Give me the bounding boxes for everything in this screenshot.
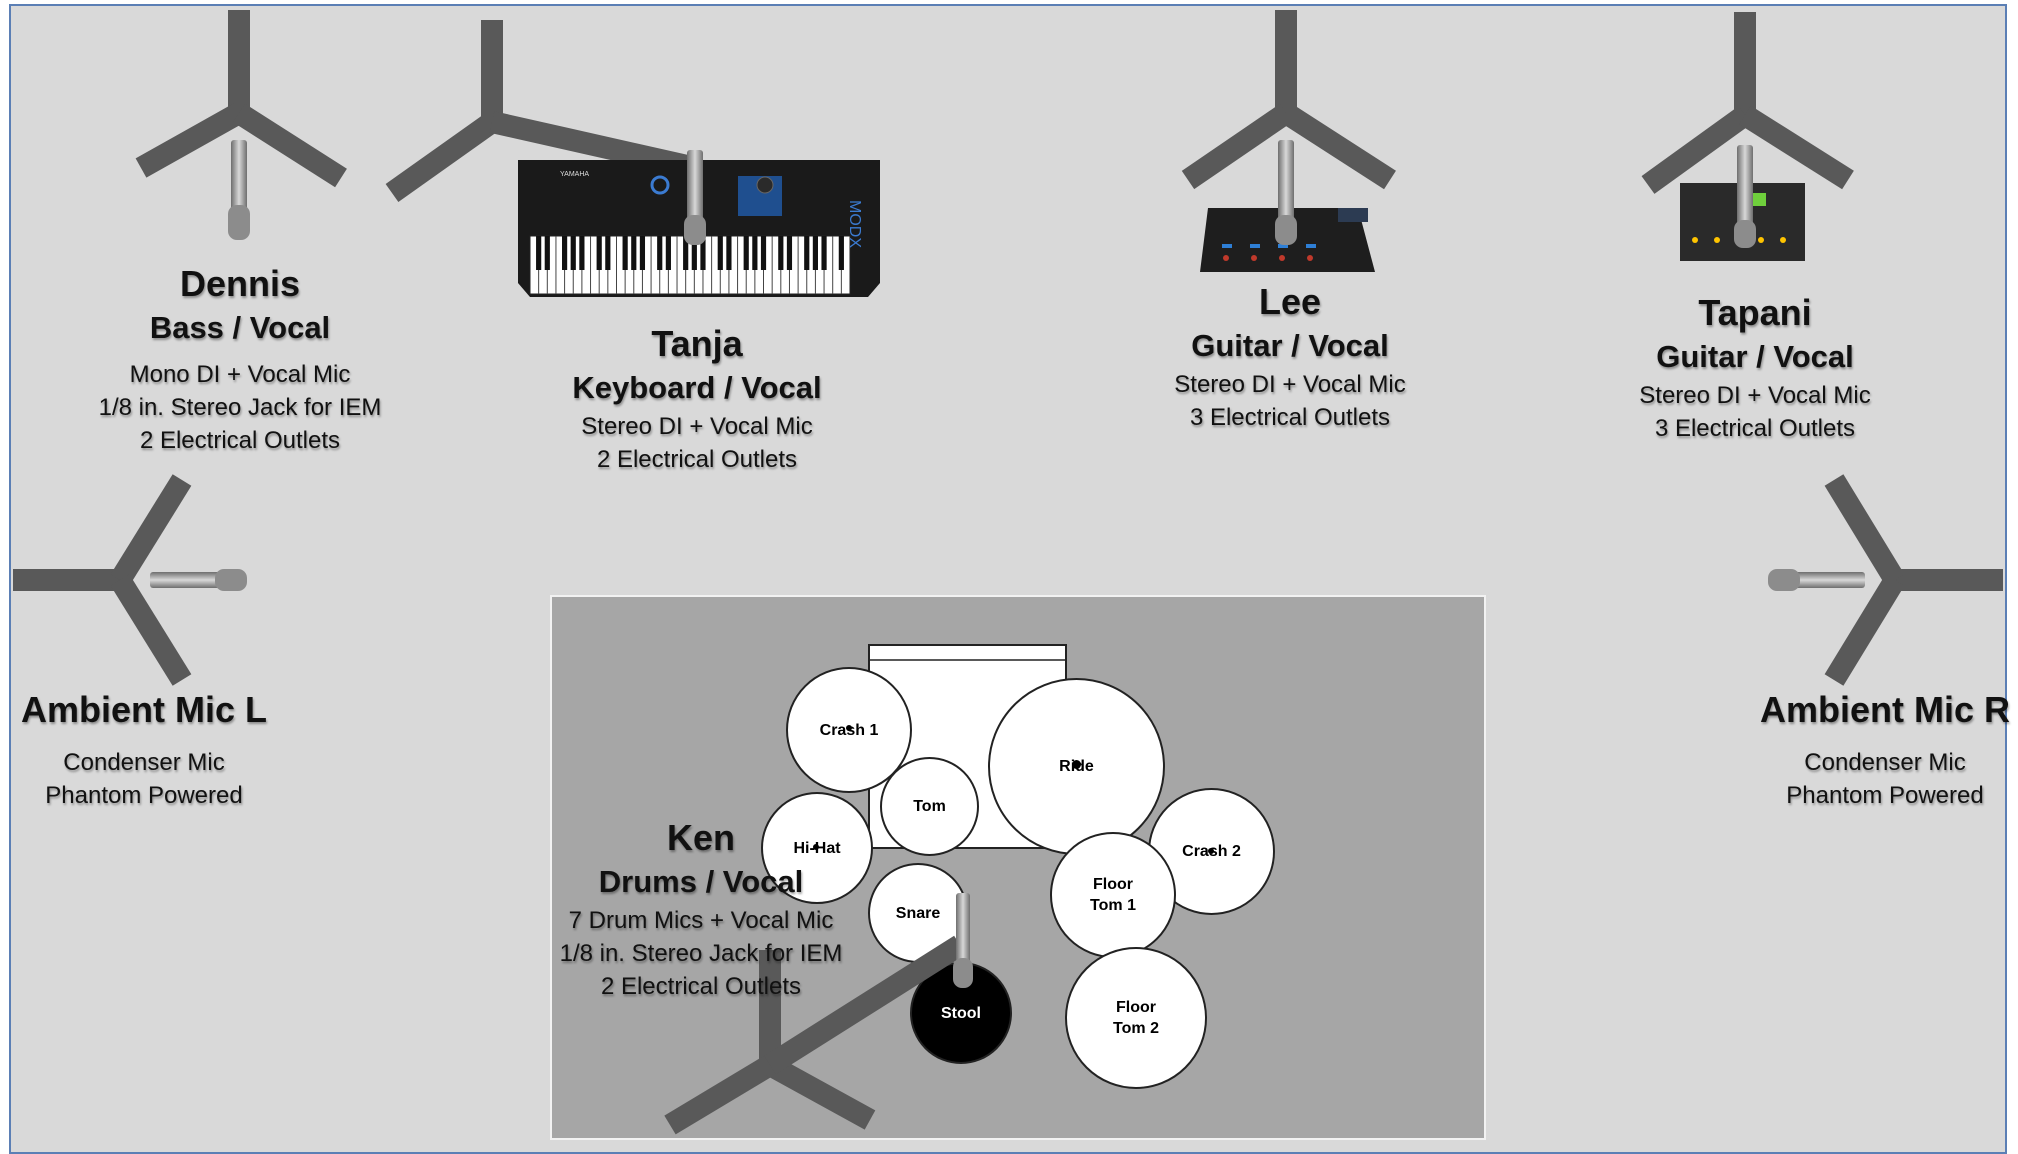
ambient-detail: Condenser Mic xyxy=(63,749,225,776)
musician-tapani: Tapani Guitar / Vocal Stereo DI + Vocal … xyxy=(1605,291,1905,445)
musician-lee: Lee Guitar / Vocal Stereo DI + Vocal Mic… xyxy=(1140,280,1440,434)
musician-role: Keyboard / Vocal xyxy=(572,370,822,405)
ambient-mic-left: Ambient Mic L Condenser Mic Phantom Powe… xyxy=(4,688,284,812)
input-detail: 2 Electrical Outlets xyxy=(600,973,802,1000)
tom-drum: Tom xyxy=(880,757,979,856)
ambient-name: Ambient Mic R xyxy=(1759,689,2010,730)
ambient-detail: Phantom Powered xyxy=(1786,782,1984,809)
input-detail: Stereo DI + Vocal Mic xyxy=(1174,371,1406,398)
keyboard-model: MODX xyxy=(846,200,863,248)
microphone-icon xyxy=(1275,140,1297,245)
input-detail: Stereo DI + Vocal Mic xyxy=(581,413,813,440)
mic-stand-icon xyxy=(1824,474,2003,686)
mic-stand-icon xyxy=(13,474,192,686)
musician-role: Drums / Vocal xyxy=(598,864,804,899)
musician-role: Guitar / Vocal xyxy=(1656,339,1854,374)
hi-hat-cymbal: Hi-Hat xyxy=(761,792,873,904)
input-detail: 2 Electrical Outlets xyxy=(139,427,341,454)
microphone-icon xyxy=(1734,145,1756,248)
condenser-mic-icon xyxy=(150,569,247,591)
mic-stand-icon xyxy=(664,935,966,1135)
microphone-icon xyxy=(228,140,250,240)
input-detail: 3 Electrical Outlets xyxy=(1654,415,1856,442)
keyboard-brand: YAMAHA xyxy=(560,171,589,178)
musician-name: Ken xyxy=(666,817,735,858)
musician-tanja: Tanja Keyboard / Vocal Stereo DI + Vocal… xyxy=(547,322,847,476)
ambient-detail: Phantom Powered xyxy=(45,782,243,809)
input-detail: Stereo DI + Vocal Mic xyxy=(1639,382,1871,409)
musician-dennis: Dennis Bass / Vocal Mono DI + Vocal Mic … xyxy=(90,262,390,457)
input-detail: 2 Electrical Outlets xyxy=(596,446,798,473)
musician-name: Lee xyxy=(1258,281,1322,322)
input-detail: 1/8 in. Stereo Jack for IEM xyxy=(98,394,382,421)
condenser-mic-icon xyxy=(1768,569,1865,591)
musician-name: Dennis xyxy=(179,263,301,304)
microphone-icon xyxy=(684,150,706,245)
musician-role: Bass / Vocal xyxy=(149,310,331,345)
ambient-name: Ambient Mic L xyxy=(20,689,267,730)
musician-ken: Ken Drums / Vocal 7 Drum Mics + Vocal Mi… xyxy=(551,816,851,1003)
mic-stand-icon xyxy=(135,10,347,188)
ride-cymbal: Ride xyxy=(988,678,1165,855)
ambient-mic-right: Ambient Mic R Condenser Mic Phantom Powe… xyxy=(1745,688,2018,812)
mic-stand-icon xyxy=(1641,12,1854,194)
musician-role: Guitar / Vocal xyxy=(1191,328,1389,363)
input-detail: 3 Electrical Outlets xyxy=(1189,404,1391,431)
input-detail: 1/8 in. Stereo Jack for IEM xyxy=(559,940,843,967)
musician-name: Tapani xyxy=(1698,292,1812,333)
mic-stand-icon xyxy=(1181,10,1396,190)
input-detail: 7 Drum Mics + Vocal Mic xyxy=(568,907,834,934)
input-detail: Mono DI + Vocal Mic xyxy=(129,361,351,388)
crash-1-cymbal: Crash 1 xyxy=(786,667,912,793)
ambient-detail: Condenser Mic xyxy=(1804,749,1966,776)
musician-name: Tanja xyxy=(651,323,743,364)
microphone-icon xyxy=(953,893,973,988)
